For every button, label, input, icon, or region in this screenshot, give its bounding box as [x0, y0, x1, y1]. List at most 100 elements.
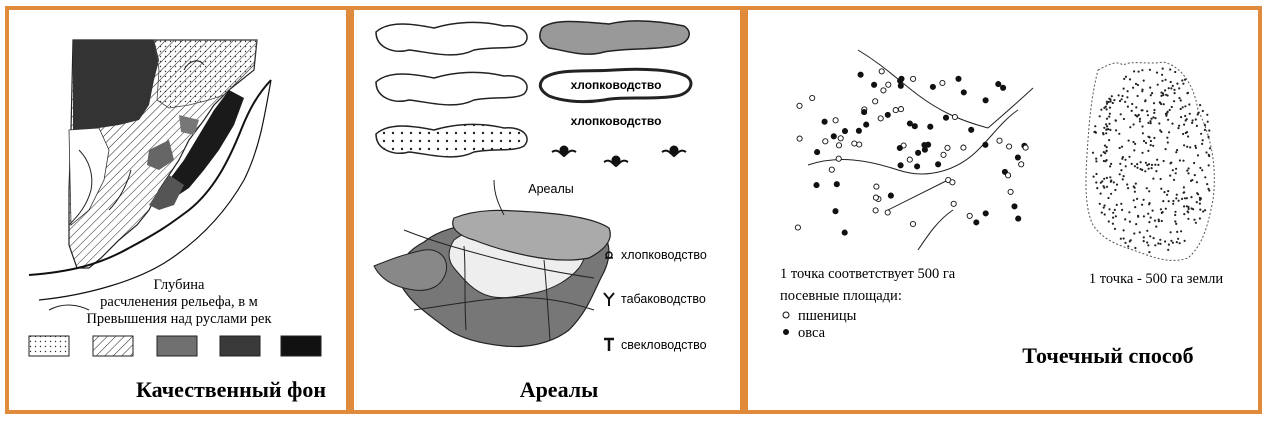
- oats-dot: [925, 141, 932, 148]
- land-dot: [1132, 140, 1135, 144]
- land-dot: [1147, 149, 1150, 152]
- oats-dot: [871, 81, 878, 88]
- land-dot: [1124, 158, 1127, 161]
- land-dot: [1121, 156, 1124, 159]
- land-dot: [1110, 192, 1113, 195]
- land-dot: [1118, 173, 1121, 176]
- land-dot: [1144, 141, 1148, 144]
- oats-dot: [821, 118, 828, 125]
- land-dot: [1187, 167, 1190, 170]
- land-dot: [1108, 208, 1111, 211]
- oats-dot: [995, 81, 1002, 88]
- land-dot: [1159, 129, 1162, 132]
- land-dot: [1191, 121, 1194, 124]
- land-dot: [1115, 203, 1118, 206]
- wheat-dot: [1022, 144, 1029, 151]
- legend-line-1: Глубина: [154, 277, 205, 293]
- legend-wheat: пшеницы: [782, 308, 857, 324]
- oats-dot: [861, 109, 868, 116]
- swatch-3: [156, 335, 198, 357]
- land-dot: [1142, 198, 1145, 201]
- land-dot: [1109, 128, 1112, 131]
- land-dot: [1112, 211, 1115, 214]
- wheat-dot: [996, 137, 1003, 144]
- land-dot: [1201, 142, 1204, 145]
- land-dot: [1160, 130, 1163, 133]
- land-dot: [1118, 146, 1121, 150]
- oats-dot: [887, 192, 894, 199]
- legend-swatches: [28, 335, 322, 357]
- panel-title: Качественный фон: [136, 377, 326, 402]
- areals-map: хлопководство хлопководство Ареалы хлопк…: [373, 20, 707, 402]
- land-dot: [1147, 163, 1151, 166]
- areal-label-inside: хлопководство: [571, 78, 662, 92]
- land-dot: [1183, 239, 1186, 242]
- land-dot: [1139, 168, 1142, 171]
- land-dot: [1146, 229, 1149, 232]
- land-dot: [1188, 103, 1191, 106]
- land-dot: [1184, 131, 1187, 135]
- land-dot: [1132, 123, 1135, 126]
- land-dot: [1178, 97, 1181, 100]
- land-dot: [1153, 136, 1156, 140]
- land-dot: [1124, 75, 1128, 78]
- oats-dot: [982, 210, 989, 217]
- land-dot: [1168, 108, 1171, 112]
- land-dot: [1201, 109, 1204, 113]
- land-dot: [1173, 100, 1176, 103]
- land-dot: [1137, 70, 1140, 73]
- land-caption: 1 точка - 500 га земли: [1089, 271, 1223, 287]
- land-dot: [1183, 213, 1186, 216]
- oats-dot: [942, 114, 950, 121]
- land-dot: [1144, 170, 1147, 173]
- land-dot: [1159, 238, 1162, 241]
- land-dot: [1146, 241, 1149, 244]
- land-dot: [1169, 174, 1172, 177]
- cotton-icon: [605, 251, 613, 259]
- land-dot: [1142, 139, 1146, 143]
- wheat-dot: [880, 87, 887, 94]
- legend-oats: овса: [783, 325, 826, 341]
- land-dot: [1095, 181, 1098, 184]
- land-dot: [1183, 78, 1187, 81]
- land-dot: [1166, 136, 1169, 139]
- land-dot: [1174, 213, 1177, 217]
- land-dot: [1130, 162, 1133, 165]
- land-dot: [1199, 208, 1202, 211]
- oats-dot: [841, 229, 848, 236]
- land-dot: [1104, 105, 1107, 108]
- land-dot: [1133, 149, 1136, 152]
- wheat-dot: [837, 135, 844, 142]
- land-dot: [1108, 122, 1111, 125]
- land-dot: [1156, 158, 1159, 161]
- land-dot: [1108, 115, 1111, 118]
- land-dot: [1105, 146, 1108, 149]
- land-dot: [1180, 230, 1183, 233]
- wheat-dot: [906, 156, 913, 163]
- oats-dot: [1000, 84, 1007, 91]
- land-dot: [1154, 117, 1157, 120]
- land-dot: [1196, 113, 1199, 116]
- land-dot: [1175, 151, 1178, 154]
- legend-label: хлопководство: [621, 248, 707, 262]
- dot-method-maps: 1 точка соответствует 500 га посевные пл…: [780, 49, 1223, 368]
- land-dot: [1141, 203, 1144, 206]
- land-dot: [1195, 181, 1198, 184]
- land-dot: [1100, 108, 1103, 111]
- land-dot: [1191, 179, 1194, 182]
- land-dot: [1134, 182, 1137, 185]
- oats-dot: [1014, 154, 1021, 161]
- areal-filled-1: [539, 20, 690, 55]
- land-dot: [1176, 149, 1179, 152]
- land-dot: [1187, 207, 1190, 211]
- land-dot: [1178, 159, 1181, 162]
- land-dot: [1094, 125, 1097, 128]
- land-dot: [1145, 187, 1148, 190]
- land-dot: [1107, 220, 1110, 223]
- land-dot: [1105, 132, 1108, 135]
- land-dot: [1161, 79, 1164, 82]
- land-dot: [1200, 132, 1203, 135]
- land-dot: [1182, 159, 1185, 162]
- wheat-dot: [856, 141, 863, 148]
- areal-outline-2: [375, 71, 528, 106]
